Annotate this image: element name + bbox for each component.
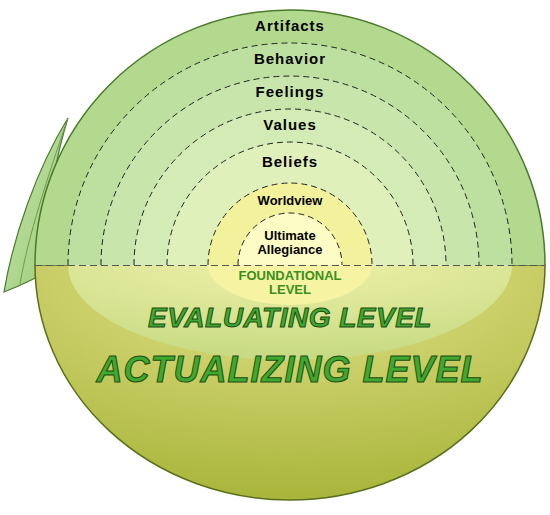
ring-fill <box>68 43 512 265</box>
ring-outline <box>101 76 479 265</box>
ring-label: Feelings <box>256 84 325 101</box>
ring-outline <box>238 213 342 265</box>
level-label: FOUNDATIONAL LEVEL <box>228 269 352 296</box>
equator-line <box>35 265 545 266</box>
level-label-box: ACTUALIZING LEVEL <box>55 351 525 389</box>
ring-band: ArtifactsBehaviorFeelingsValuesBeliefsWo… <box>35 10 545 265</box>
level-label-box: FOUNDATIONAL LEVEL <box>228 269 352 296</box>
ring-band: BehaviorFeelingsValuesBeliefsWorldviewUl… <box>68 43 512 265</box>
ring-outline <box>167 142 413 265</box>
ring-band: Ultimate Allegiance <box>238 213 342 265</box>
ring-label: Artifacts <box>255 18 325 35</box>
ring-fill <box>167 142 413 265</box>
ring-fill <box>134 109 446 265</box>
level-label: EVALUATING LEVEL <box>110 303 470 332</box>
ring-label: Worldview <box>258 194 323 208</box>
ring-label: Behavior <box>254 51 326 68</box>
ring-fill <box>101 76 479 265</box>
level-label: ACTUALIZING LEVEL <box>55 351 525 389</box>
ring-fill <box>208 183 372 265</box>
ring-fill <box>35 10 545 265</box>
ring-band: WorldviewUltimate Allegiance <box>208 183 372 265</box>
lower-bowl <box>35 265 545 500</box>
ring-band: FeelingsValuesBeliefsWorldviewUltimate A… <box>101 76 479 265</box>
ring-band: BeliefsWorldviewUltimate Allegiance <box>167 142 413 265</box>
ring-label: Values <box>263 117 317 134</box>
evaluating-band <box>68 265 512 360</box>
foundational-core <box>208 265 372 305</box>
ring-fill <box>238 213 342 265</box>
ring-outline <box>68 43 512 265</box>
ring-label: Beliefs <box>262 154 318 171</box>
ring-outline <box>35 10 545 265</box>
level-label-box: EVALUATING LEVEL <box>110 303 470 332</box>
ring-outline <box>134 109 446 265</box>
ring-label: Ultimate Allegiance <box>248 229 332 258</box>
ring-band: ValuesBeliefsWorldviewUltimate Allegianc… <box>134 109 446 265</box>
ring-outline <box>208 183 372 265</box>
